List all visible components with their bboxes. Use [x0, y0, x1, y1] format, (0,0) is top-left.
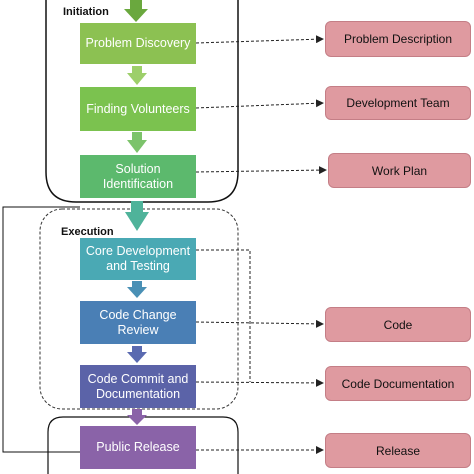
connector-work-plan	[195, 166, 327, 175]
feedback-line	[2, 206, 80, 453]
step-solution-identification: Solution Identification	[80, 155, 196, 198]
output-work-plan: Work Plan	[328, 153, 471, 188]
output-release: Release	[325, 433, 471, 468]
development-loop-connector	[196, 249, 251, 382]
step-code-change-review: Code Change Review	[80, 301, 196, 344]
output-code-documentation: Code Documentation	[325, 366, 471, 401]
flow-arrow-1	[127, 66, 147, 85]
output-development-team: Development Team	[325, 86, 471, 120]
connector-code	[195, 319, 324, 328]
step-core-development-testing: Core Development and Testing	[80, 238, 196, 280]
flow-arrow-entry	[124, 0, 148, 22]
connector-development-team	[195, 99, 324, 109]
flow-arrow-2	[127, 132, 147, 153]
step-finding-volunteers: Finding Volunteers	[80, 87, 196, 131]
execution-label: Execution	[61, 226, 114, 238]
output-code: Code	[325, 307, 471, 342]
flow-arrow-6	[127, 409, 147, 425]
step-code-commit-documentation: Code Commit and Documentation	[80, 365, 196, 408]
flow-arrow-3	[125, 201, 149, 231]
step-problem-discovery: Problem Discovery	[80, 23, 196, 64]
step-public-release: Public Release	[80, 426, 196, 469]
flow-arrow-4	[127, 281, 147, 298]
connector-problem-description	[195, 35, 324, 44]
output-problem-description: Problem Description	[325, 21, 471, 57]
flow-arrow-5	[127, 346, 147, 363]
initiation-label: Initiation	[63, 6, 109, 18]
connector-code-documentation	[195, 378, 324, 387]
